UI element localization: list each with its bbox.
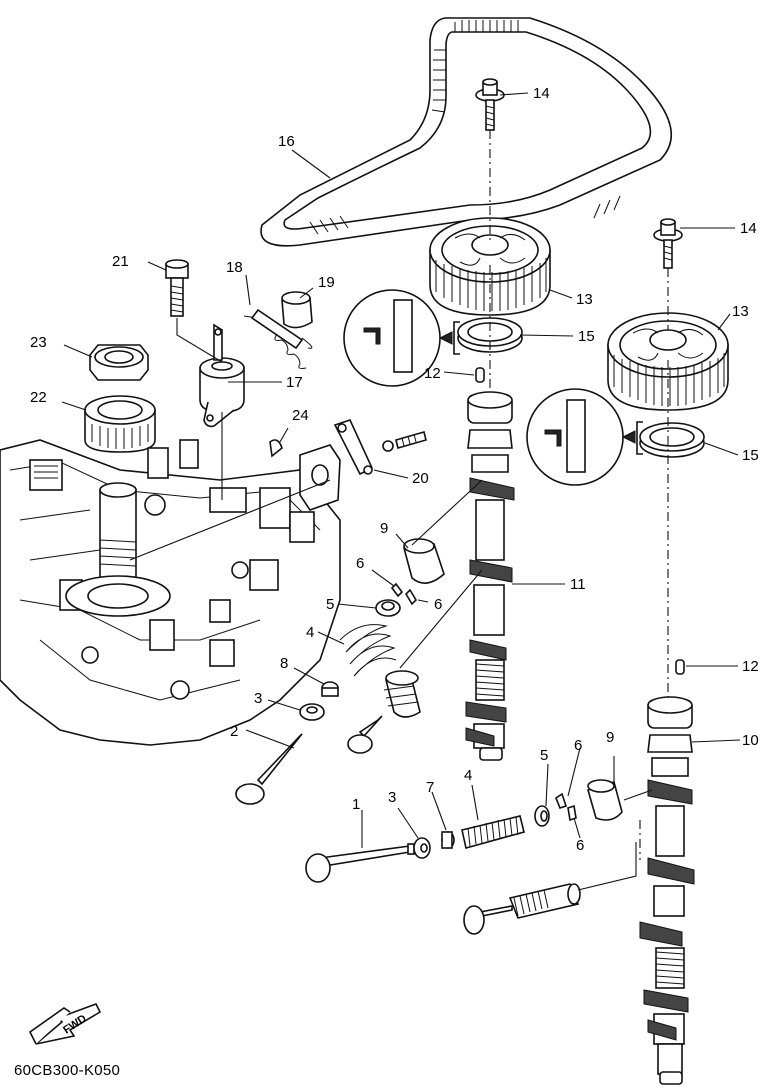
label-21: 21 [112,253,129,270]
oil-seal-left [457,317,523,353]
drive-pulley [84,395,156,453]
label-13-right: 13 [732,303,749,320]
label-4-right: 4 [464,767,472,784]
label-19: 19 [318,274,335,291]
camshaft-pulley-left [429,217,551,316]
valve-lifter-left [402,538,445,584]
bracket [299,419,427,511]
spring-seat-left [299,703,325,721]
spring-retainer-left [375,599,401,617]
label-13-left: 13 [576,291,593,308]
label-8: 8 [280,655,288,672]
flange-bolt-right [653,218,683,269]
label-16: 16 [278,133,295,150]
intake-valve [305,843,415,883]
label-10: 10 [742,732,759,749]
label-6-upper-left: 6 [356,555,364,572]
leader-lines [61,92,741,891]
camshaft-pulley-right [607,312,729,411]
label-4-left: 4 [306,624,314,641]
label-12-left: 12 [424,365,441,382]
label-12-right: 12 [742,658,759,675]
valve-assembly-detail-right [463,883,581,935]
spring-seat-bottom [413,837,431,859]
label-3-left: 3 [254,690,262,707]
label-5-left: 5 [326,596,334,613]
part-number-labels: 14 14 13 13 15 15 16 12 12 21 18 19 23 1… [30,85,759,854]
label-11: 11 [570,576,586,593]
valve-assembly-detail-left [347,670,421,754]
label-24: 24 [292,407,309,424]
label-14-upper: 14 [533,85,550,102]
label-15-right: 15 [742,447,759,464]
camshaft-left [465,391,515,761]
label-7: 7 [426,779,434,796]
seal-detail-icon-right [526,388,643,486]
label-3-right: 3 [388,789,396,806]
diagram-code: 60CB300-K050 [14,1062,121,1079]
label-1: 1 [352,796,360,813]
valve-lifter-right [587,779,623,821]
label-20: 20 [412,470,429,487]
label-17: 17 [286,374,303,391]
valve-spring-bottom [461,815,525,849]
tensioner-assembly [199,323,245,428]
label-6-upper-right: 6 [434,596,442,613]
oil-seal-right [639,422,705,458]
camshaft-right [639,696,695,1085]
spring-retainer-bottom [534,805,550,827]
label-2: 2 [230,723,238,740]
label-14-right: 14 [740,220,757,237]
label-6-lower-lower: 6 [576,837,584,854]
exhaust-valve [235,733,303,805]
flywheel-nut [89,344,149,381]
valve-spring-left [339,624,397,677]
woodruff-key [269,439,283,458]
label-5-right: 5 [540,747,548,764]
label-15-left: 15 [578,328,595,345]
cotter-pair-bottom [555,792,577,822]
label-9-right: 9 [606,729,614,746]
seal-detail-icon [343,289,460,387]
label-18: 18 [226,259,243,276]
dowel-pin-left [475,367,485,383]
flange-bolt-upper [475,78,505,131]
dowel-pin-right [675,659,685,675]
cylinder-head-block [0,439,341,746]
label-22: 22 [30,389,47,406]
valve-stem-seal [321,681,339,697]
fwd-arrow-icon: FWD [28,1003,102,1045]
tensioner-bolt [165,259,189,317]
collar [281,291,313,329]
tensioner-spring [243,308,313,369]
label-23: 23 [30,334,47,351]
cotter-pair-left [390,582,418,606]
timing-belt [260,17,673,247]
label-9-left: 9 [380,520,388,537]
label-6-lower-upper: 6 [574,737,582,754]
stem-seal-bottom [441,831,455,849]
